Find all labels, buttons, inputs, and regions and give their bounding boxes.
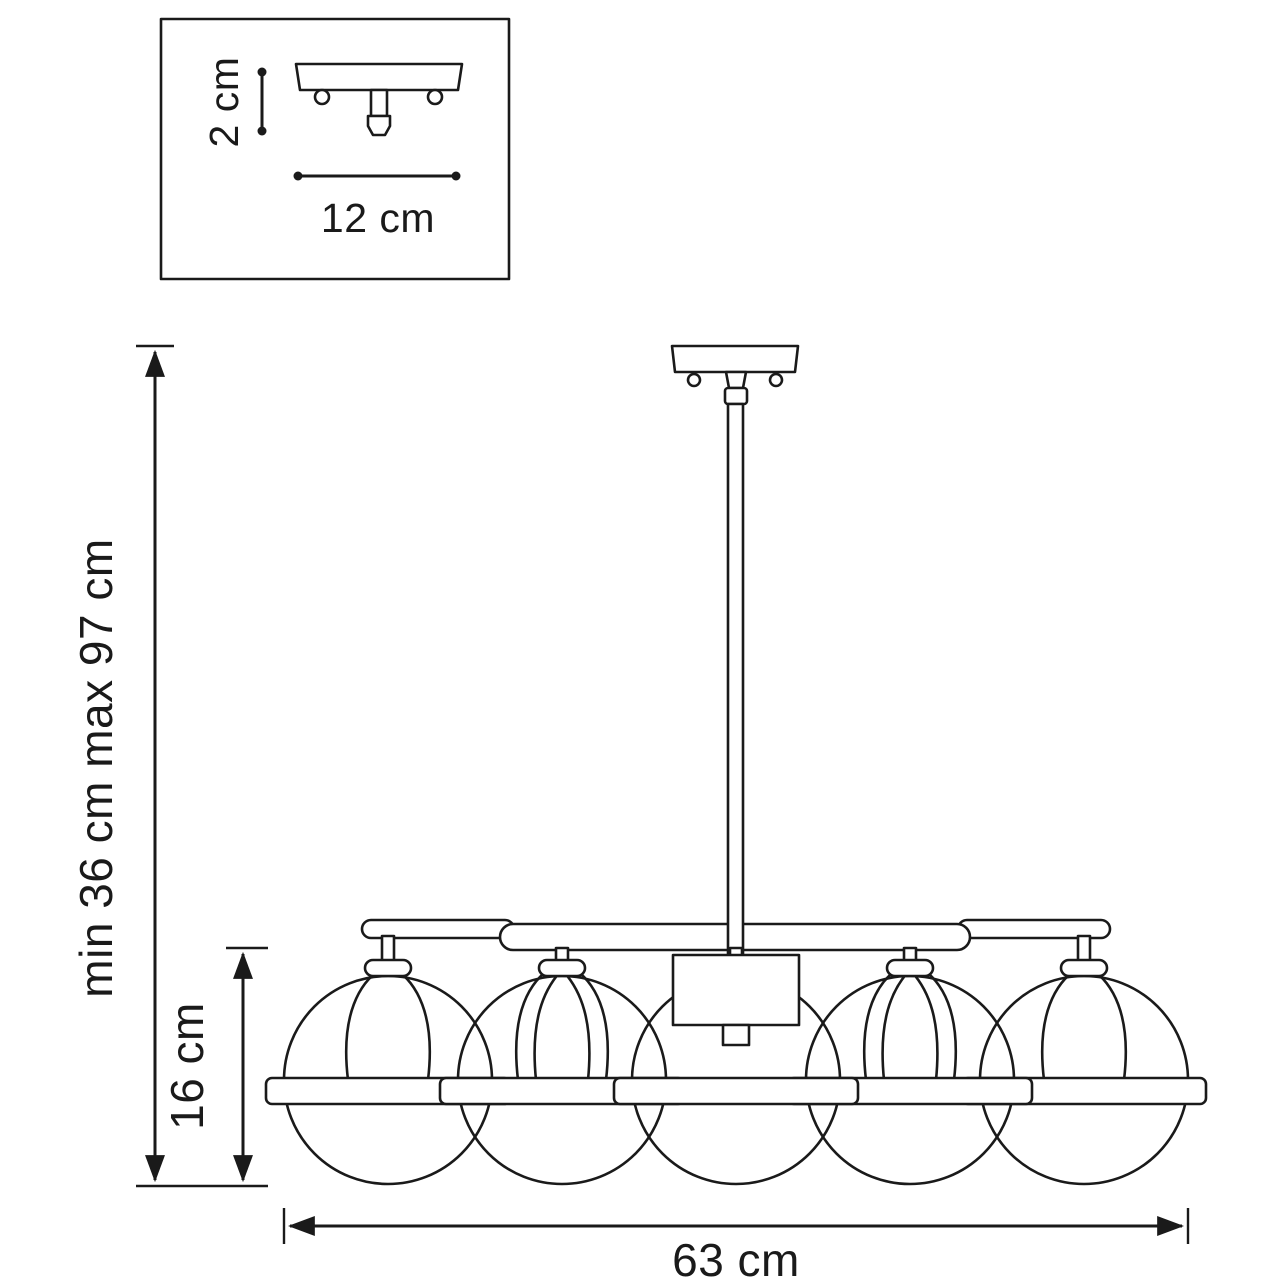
- fixture-height-label: 16 cm: [161, 1002, 213, 1130]
- inset-box: [159, 17, 511, 281]
- inset-height-label: 2 cm: [201, 57, 247, 148]
- globe-bands: [264, 1076, 1208, 1106]
- band-3: [612, 1076, 860, 1106]
- inset-screw-right: [426, 88, 444, 106]
- central-hub: [671, 953, 801, 1047]
- inset-stem: [369, 88, 389, 118]
- globe-cap-2: [537, 958, 587, 978]
- globe-cap-5: [1059, 958, 1109, 978]
- width-label: 63 cm: [672, 1234, 800, 1280]
- inset-stem-tip: [366, 114, 392, 137]
- inset-width-label: 12 cm: [321, 195, 435, 241]
- overall-height-label: min 36 cm max 97 cm: [70, 538, 122, 997]
- hub-body: [671, 953, 801, 1027]
- canopy-screw-left: [686, 372, 702, 388]
- canopy: [670, 344, 800, 406]
- inset-dim-width: 12 cm: [293, 171, 461, 241]
- globe-cap-4: [885, 958, 935, 978]
- canopy-screw-right: [768, 372, 784, 388]
- hanging-rod: [726, 402, 745, 959]
- chandelier-drawing: [264, 344, 1208, 1186]
- inset-dim-height: 2 cm: [201, 57, 267, 148]
- dim-fixture-height: 16 cm: [161, 946, 268, 1183]
- hub-finial: [721, 1023, 751, 1047]
- canopy-plate: [670, 344, 800, 374]
- inset-canopy-plate: [294, 62, 464, 137]
- canopy-connector: [724, 370, 748, 390]
- canopy-collar: [723, 386, 749, 406]
- dim-width: 63 cm: [282, 1208, 1190, 1280]
- inset-screw-left: [313, 88, 331, 106]
- inset-canopy-detail: 2 cm 12 cm: [159, 17, 511, 281]
- globe-cap-1: [363, 958, 413, 978]
- dim-overall-height: min 36 cm max 97 cm: [70, 344, 268, 1188]
